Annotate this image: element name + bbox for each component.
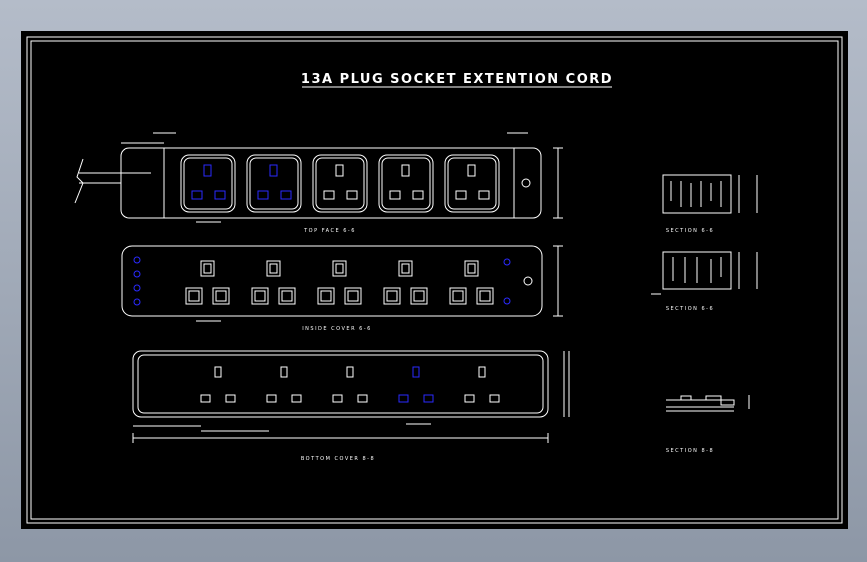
socket-earth-pin: [269, 164, 278, 177]
cover-pin-slot: [212, 287, 230, 305]
cover-pin-slot-inner: [215, 290, 227, 302]
screw-hole: [133, 270, 141, 278]
bottom-neutral-hole: [357, 394, 368, 403]
cover-earth-slot: [398, 260, 413, 277]
bottom-earth-hole: [478, 366, 486, 378]
socket-outline: [312, 154, 368, 213]
socket-earth-pin: [401, 164, 410, 177]
cover-earth-slot: [266, 260, 281, 277]
cover-pin-slot: [317, 287, 335, 305]
bottom-live-hole: [464, 394, 475, 403]
section-view-2: [651, 251, 758, 295]
socket-inner-outline: [381, 157, 431, 210]
socket-inner-outline: [249, 157, 299, 210]
cover-pin-slot: [476, 287, 494, 305]
bottom-live-hole: [266, 394, 277, 403]
bottom-earth-hole: [346, 366, 354, 378]
bottom-earth-hole: [214, 366, 222, 378]
screw-hole: [133, 256, 141, 264]
socket-outline: [246, 154, 302, 213]
drawing-sheet: 13A PLUG SOCKET EXTENTION CORD: [21, 31, 848, 529]
cover-pin-slot-inner: [452, 290, 464, 302]
inside-cover-view: [121, 245, 563, 322]
socket-outline: [378, 154, 434, 213]
bottom-live-hole: [398, 394, 409, 403]
bottom-live-hole: [332, 394, 343, 403]
socket-outline: [180, 154, 236, 213]
inner-border: [30, 40, 839, 520]
cover-pin-slot-inner: [254, 290, 266, 302]
screw-hole: [133, 298, 141, 306]
cover-pin-slot-inner: [320, 290, 332, 302]
socket-live-pin: [389, 190, 401, 200]
socket-outline: [444, 154, 500, 213]
label-bottom-cover: BOTTOM COVER 8-8: [301, 456, 375, 462]
cover-earth-slot: [464, 260, 479, 277]
cover-earth-slot: [332, 260, 347, 277]
socket-neutral-pin: [412, 190, 424, 200]
socket-neutral-pin: [478, 190, 490, 200]
cover-pin-slot: [278, 287, 296, 305]
cover-earth-slot-inner: [401, 263, 410, 274]
socket-earth-pin: [335, 164, 344, 177]
section-view-3: [666, 395, 750, 412]
drawing-title: 13A PLUG SOCKET EXTENTION CORD: [301, 72, 613, 87]
cover-earth-slot: [200, 260, 215, 277]
bottom-neutral-hole: [225, 394, 236, 403]
cover-earth-slot-inner: [335, 263, 344, 274]
socket-earth-pin: [203, 164, 212, 177]
outer-border: [26, 36, 843, 524]
socket-inner-outline: [315, 157, 365, 210]
socket-neutral-pin: [214, 190, 226, 200]
section-view-1: [662, 174, 758, 214]
cover-pin-slot-inner: [479, 290, 491, 302]
label-section-2: SECTION 6-6: [666, 306, 714, 312]
cover-pin-slot-inner: [386, 290, 398, 302]
cover-pin-slot-inner: [347, 290, 359, 302]
screw-hole: [503, 297, 511, 305]
bottom-earth-hole: [412, 366, 420, 378]
cover-earth-slot-inner: [203, 263, 212, 274]
bottom-earth-hole: [280, 366, 288, 378]
socket-earth-pin: [467, 164, 476, 177]
socket-live-pin: [455, 190, 467, 200]
cover-pin-slot-inner: [413, 290, 425, 302]
socket-inner-outline: [183, 157, 233, 210]
bottom-live-hole: [200, 394, 211, 403]
bottom-cover-view: [132, 350, 570, 443]
cover-pin-slot-inner: [281, 290, 293, 302]
cad-drawing: 13A PLUG SOCKET EXTENTION CORD: [26, 36, 843, 524]
screw-hole: [133, 284, 141, 292]
cover-pin-slot: [185, 287, 203, 305]
cover-pin-slot: [344, 287, 362, 305]
socket-live-pin: [257, 190, 269, 200]
cover-pin-slot: [383, 287, 401, 305]
socket-inner-outline: [447, 157, 497, 210]
top-face-view: [74, 132, 563, 223]
socket-features: [133, 154, 511, 403]
socket-neutral-pin: [280, 190, 292, 200]
bottom-neutral-hole: [291, 394, 302, 403]
label-top-face: TOP FACE 6-6: [303, 228, 356, 234]
bottom-neutral-hole: [489, 394, 500, 403]
socket-live-pin: [323, 190, 335, 200]
cover-pin-slot: [449, 287, 467, 305]
socket-live-pin: [191, 190, 203, 200]
cover-pin-slot: [410, 287, 428, 305]
cover-pin-slot: [251, 287, 269, 305]
label-section-3: SECTION 8-8: [666, 448, 714, 454]
bottom-neutral-hole: [423, 394, 434, 403]
cover-earth-slot-inner: [467, 263, 476, 274]
screw-hole: [503, 258, 511, 266]
cover-pin-slot-inner: [188, 290, 200, 302]
cover-earth-slot-inner: [269, 263, 278, 274]
label-section-1: SECTION 6-6: [666, 228, 714, 234]
socket-neutral-pin: [346, 190, 358, 200]
label-inside-cover: INSIDE COVER 6-6: [302, 326, 372, 332]
